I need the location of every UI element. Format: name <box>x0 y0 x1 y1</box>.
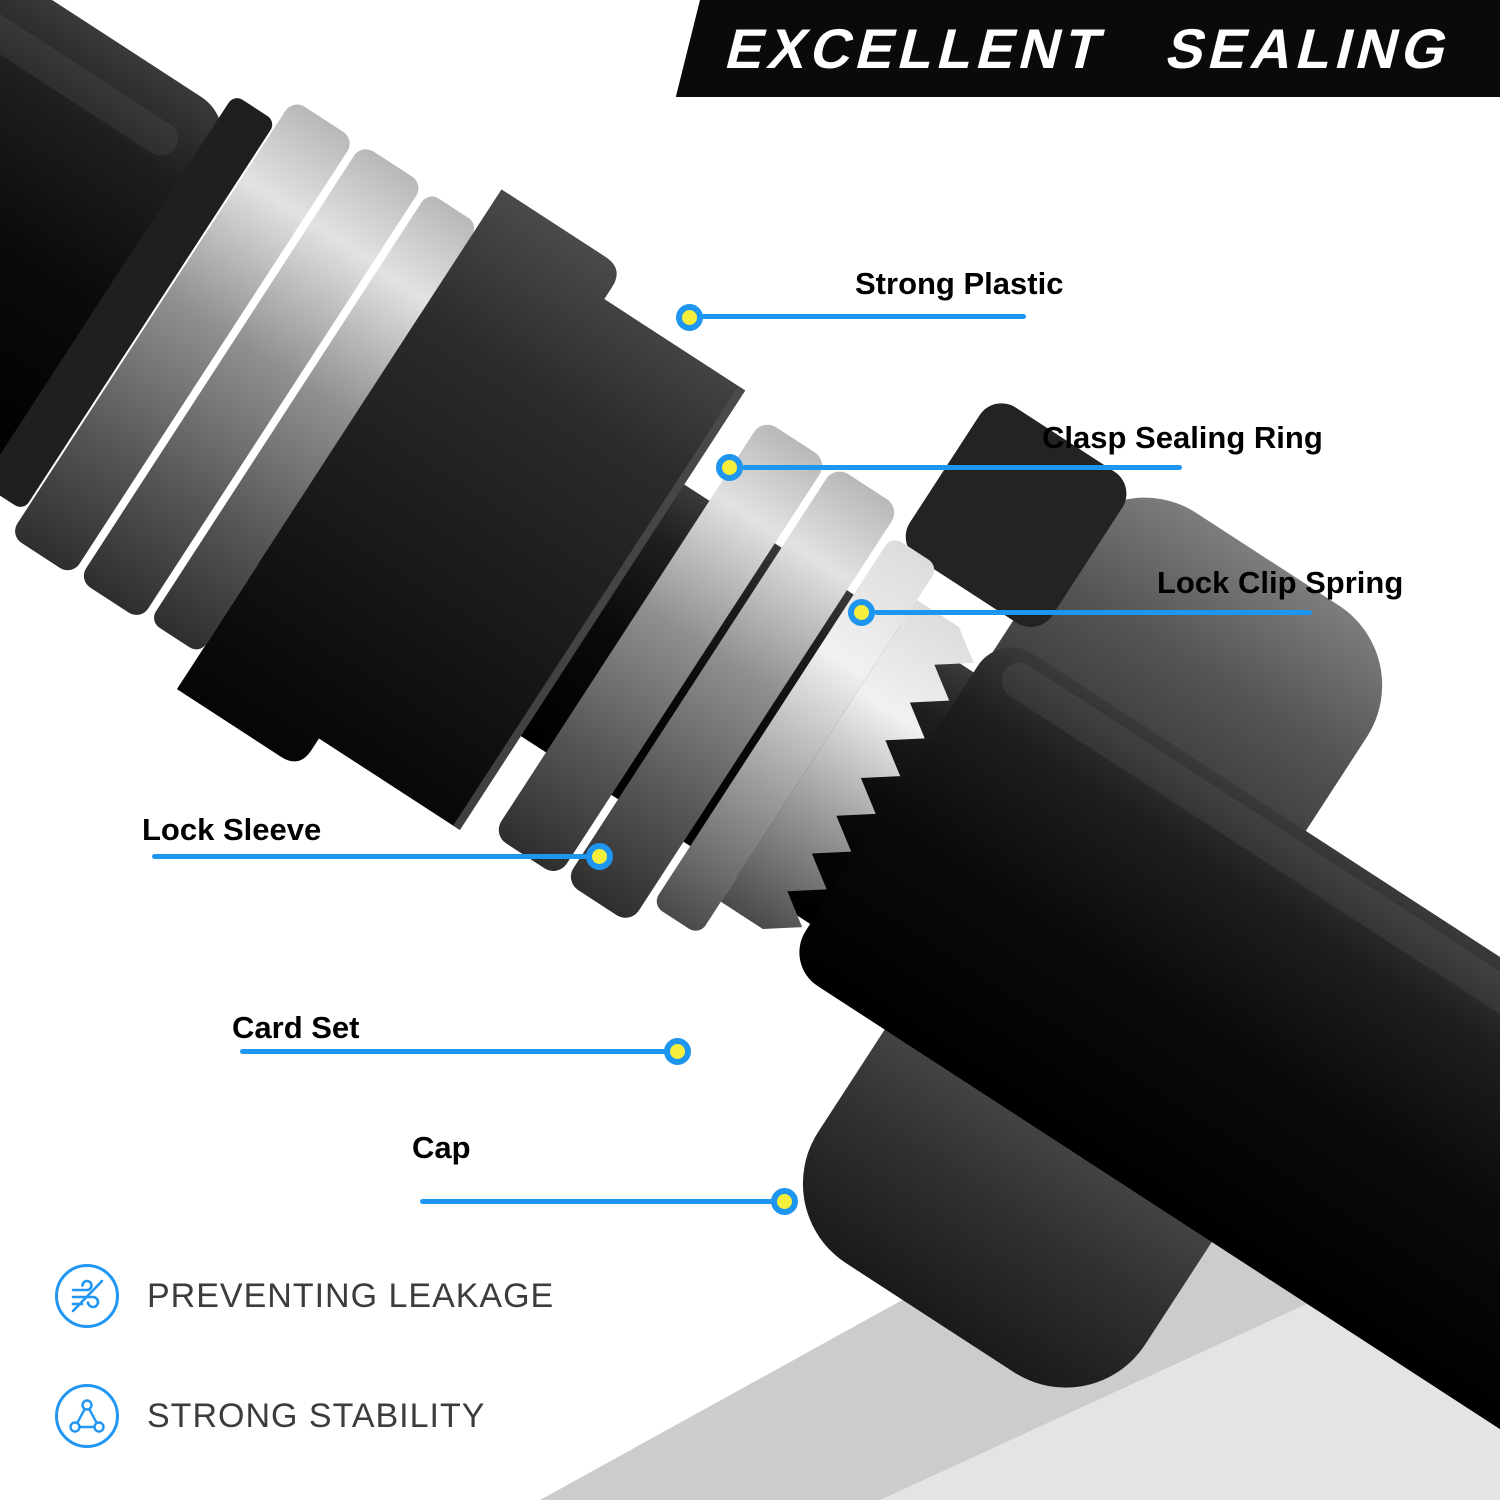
feature-preventing-leakage: PREVENTING LEAKAGE <box>55 1264 554 1328</box>
lock-clip-spring-teeth <box>720 599 974 929</box>
hose-end-ring <box>0 98 273 507</box>
callout-line <box>240 1049 670 1054</box>
callout-label-card-set: Card Set <box>232 1010 360 1045</box>
stability-icon <box>55 1384 119 1448</box>
feature-strong-stability: STRONG STABILITY <box>55 1384 485 1448</box>
left-seal-ring-2 <box>83 149 419 615</box>
feature-label: STRONG STABILITY <box>147 1396 486 1435</box>
callout-line <box>420 1199 777 1204</box>
clasp-sealing-ring-1 <box>498 424 823 871</box>
callout-dot <box>664 1038 691 1065</box>
right-tube <box>799 647 1500 1500</box>
feature-label: PREVENTING LEAKAGE <box>147 1276 555 1315</box>
no-leak-icon <box>55 1264 119 1328</box>
left-seal-ring-1 <box>15 104 350 571</box>
strong-plastic-housing <box>176 189 746 830</box>
callout-line <box>874 610 1312 615</box>
housing-shell-fragment <box>905 403 1127 627</box>
left-seal-ring-3 <box>154 196 475 650</box>
callout-label-lock-clip-spring: Lock Clip Spring <box>1157 565 1404 600</box>
lock-sleeve-ring <box>656 540 935 931</box>
callout-label-strong-plastic: Strong Plastic <box>855 266 1064 301</box>
left-tube-highlight <box>0 0 179 156</box>
cutaway-edge <box>453 386 746 830</box>
callout-dot <box>771 1188 798 1215</box>
page-title: EXCELLENT SEALING <box>720 17 1461 80</box>
callout-dot <box>848 599 875 626</box>
callout-line <box>742 465 1182 470</box>
callout-line <box>152 854 592 859</box>
callout-line <box>700 314 1026 319</box>
right-tube-highlight <box>1001 662 1500 1251</box>
title-banner: EXCELLENT SEALING <box>675 0 1500 97</box>
callout-label-cap: Cap <box>412 1130 471 1165</box>
callout-dot <box>716 454 743 481</box>
callout-dot <box>586 843 613 870</box>
callout-label-lock-sleeve: Lock Sleeve <box>142 812 322 847</box>
callout-label-clasp-sealing-ring: Clasp Sealing Ring <box>1042 420 1323 455</box>
clasp-sealing-ring-2 <box>570 471 895 918</box>
callout-dot <box>676 304 703 331</box>
